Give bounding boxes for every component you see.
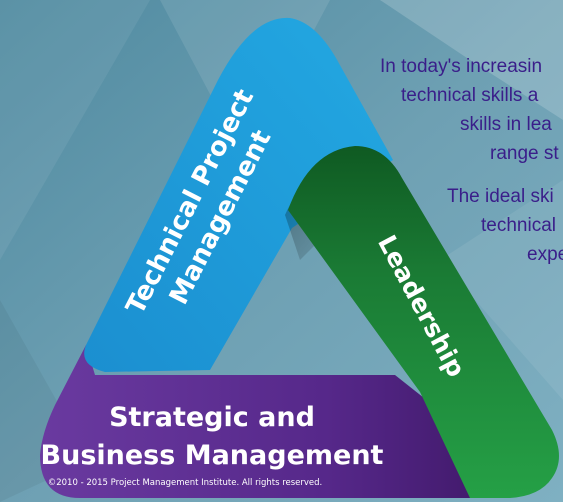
- copyright-notice: ©2010 - 2015 Project Management Institut…: [48, 478, 323, 488]
- side-text-line: The ideal ski: [447, 186, 554, 207]
- side-text-line: technical skills a: [401, 85, 539, 106]
- strategic-label-line1: Strategic and: [109, 402, 315, 433]
- technical-band: [84, 17, 393, 372]
- side-text-line: skills in lea: [460, 114, 552, 135]
- strategic-band: [40, 345, 515, 498]
- strategic-label-line2: Business Management: [41, 440, 384, 471]
- side-text-line: technical: [481, 215, 556, 236]
- side-text: In today's increasin technical skills a …: [380, 52, 563, 269]
- side-text-line: expe: [527, 244, 563, 265]
- side-text-line: range st: [490, 143, 559, 164]
- side-text-line: In today's increasin: [380, 56, 543, 77]
- leadership-band: [288, 146, 559, 498]
- strategic-label: Strategic and Business Management: [41, 402, 384, 471]
